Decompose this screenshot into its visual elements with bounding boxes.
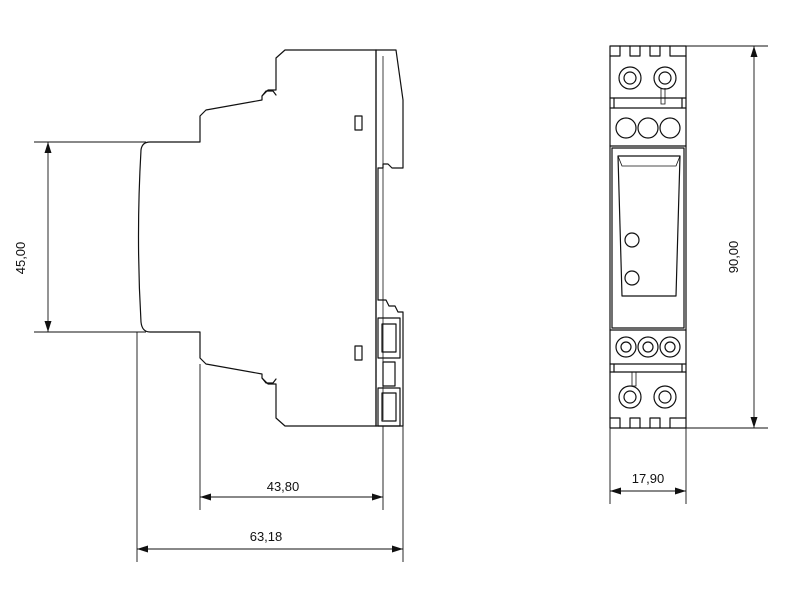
- dim-depth-total: 63,18: [136, 332, 404, 562]
- dim-height-right: 90,00: [686, 45, 768, 429]
- dim-width-right: 17,90: [609, 428, 687, 504]
- dim-label-63: 63,18: [250, 529, 283, 544]
- side-terminal-middle: [382, 361, 396, 387]
- front-terminal-row-2-b: [637, 336, 659, 358]
- side-terminal-upper: [377, 317, 401, 359]
- front-terminal-row-1-b: [637, 117, 659, 139]
- side-view: [137, 49, 404, 427]
- side-housing-outline: [137, 49, 377, 427]
- side-front-plate: [375, 49, 404, 169]
- dim-label-45: 45,00: [13, 242, 28, 275]
- front-terminal-row-2-a: [615, 336, 637, 358]
- side-vent-top: [354, 115, 363, 131]
- front-housing-outline: [609, 45, 687, 429]
- front-view: [609, 45, 687, 429]
- side-terminal-lower: [377, 387, 401, 427]
- front-led-2: [624, 270, 640, 286]
- front-terminal-row-2-c: [659, 336, 681, 358]
- front-screw-bottom-left: [618, 385, 642, 409]
- front-display-window: [617, 155, 681, 297]
- front-screw-top-left: [618, 66, 642, 90]
- dim-label-17: 17,90: [632, 471, 665, 486]
- front-display-frame: [611, 147, 685, 329]
- front-screw-top-right: [653, 66, 677, 90]
- front-terminal-row-1-a: [615, 117, 637, 139]
- front-led-1: [624, 232, 640, 248]
- side-vent-bottom: [354, 345, 363, 361]
- dim-label-43: 43,80: [267, 479, 300, 494]
- front-terminal-row-1-c: [659, 117, 681, 139]
- dim-depth-inner: 43,80: [199, 364, 384, 510]
- front-screw-bottom-right: [653, 385, 677, 409]
- dim-label-90: 90,00: [726, 241, 741, 274]
- dim-height-left: 45,00: [13, 141, 146, 333]
